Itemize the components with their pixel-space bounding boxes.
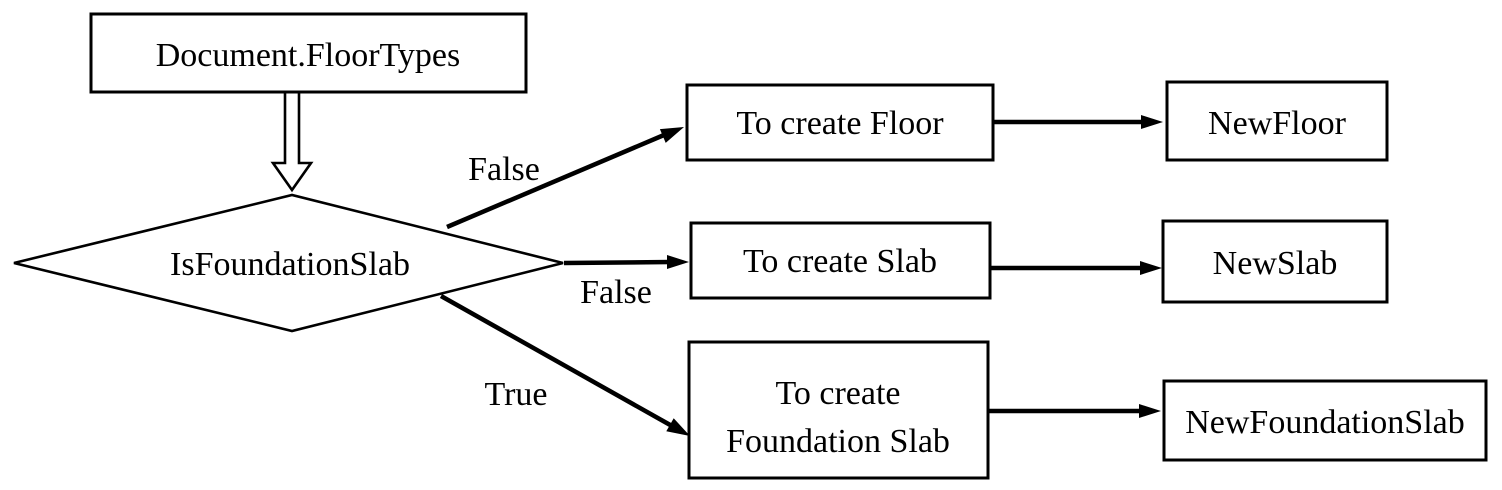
edge-line <box>563 259 672 266</box>
node-new-floor: NewFloor <box>1165 80 1389 162</box>
edge-create-floor-to-new-floor <box>993 115 1163 129</box>
edge-line <box>446 132 665 230</box>
node-box <box>1162 379 1488 462</box>
edge-decision-to-create-foundation-slab: True <box>439 294 690 436</box>
edge-floortypes-to-decision <box>270 93 314 193</box>
node-is-foundation-slab: IsFoundationSlab <box>13 193 564 333</box>
node-new-foundation-slab: NewFoundationSlab <box>1162 379 1488 462</box>
node-label-to-create-foundation-slab-line1: To create <box>775 375 900 412</box>
node-to-create-foundation-slab: To create Foundation Slab <box>687 340 990 480</box>
arrowhead-icon <box>667 255 689 269</box>
node-box <box>689 221 992 300</box>
node-box <box>1161 219 1389 304</box>
node-new-slab: NewSlab <box>1161 219 1389 304</box>
node-label-to-create-foundation-slab-line2: Foundation Slab <box>726 423 950 460</box>
edge-label-false-floor: False <box>468 151 540 188</box>
arrowhead-icon <box>666 418 690 436</box>
node-label-is-foundation-slab: IsFoundationSlab <box>170 246 410 283</box>
edge-create-slab-to-new-slab <box>990 261 1162 275</box>
edge-decision-to-create-slab: False <box>563 255 689 311</box>
node-label-to-create-slab: To create Slab <box>743 243 937 280</box>
decision-diamond <box>13 193 564 333</box>
node-label-document-floortypes: Document.FloorTypes <box>156 37 461 74</box>
node-label-new-floor: NewFloor <box>1208 105 1347 142</box>
node-to-create-floor: To create Floor <box>685 83 995 162</box>
node-label-new-foundation-slab: NewFoundationSlab <box>1185 404 1465 441</box>
arrowhead-icon <box>1141 115 1163 129</box>
edge-line <box>439 294 674 428</box>
node-box <box>685 83 995 162</box>
node-box <box>687 340 990 480</box>
edge-label-true: True <box>485 376 548 413</box>
arrowhead-icon <box>1139 404 1161 418</box>
node-box <box>1165 80 1389 162</box>
node-to-create-slab: To create Slab <box>689 221 992 300</box>
node-label-new-slab: NewSlab <box>1213 245 1338 282</box>
arrowhead-icon <box>659 127 684 143</box>
edge-decision-to-create-floor: False <box>446 127 684 230</box>
node-document-floortypes: Document.FloorTypes <box>89 12 528 94</box>
arrowhead-icon <box>1140 261 1162 275</box>
edge-create-foundation-slab-to-new-foundation-slab <box>988 404 1161 418</box>
edge-label-false-slab: False <box>580 274 652 311</box>
node-label-to-create-floor: To create Floor <box>736 105 944 142</box>
node-box <box>89 12 528 94</box>
hollow-down-arrow-icon <box>270 93 314 193</box>
